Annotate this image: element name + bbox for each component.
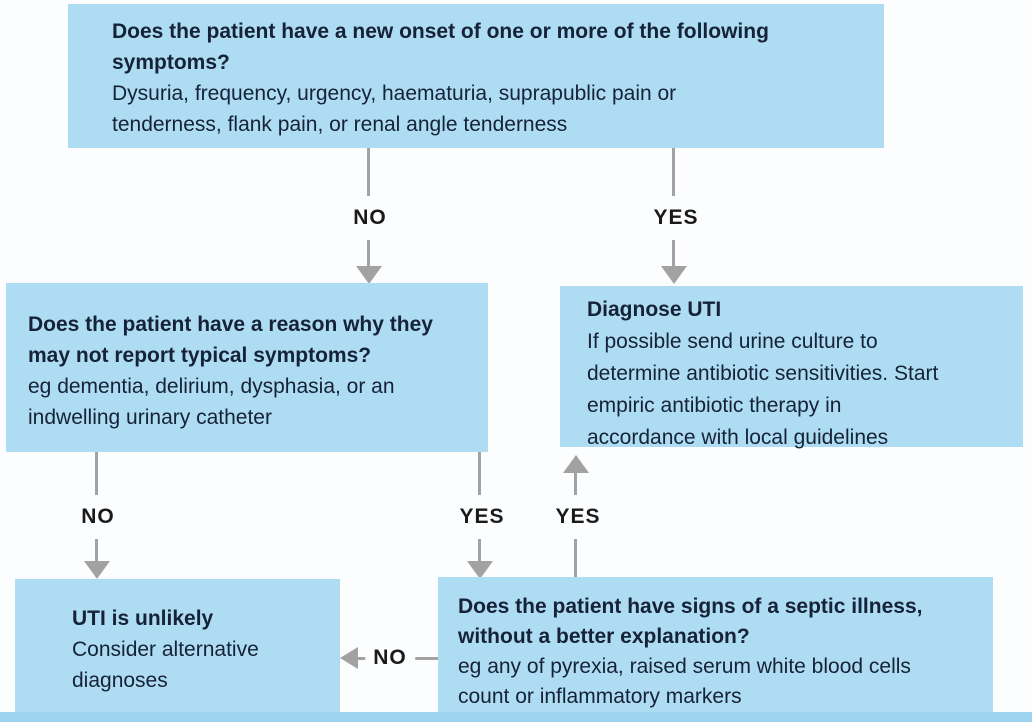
node-heading: Does the patient have a new onset of one…: [112, 20, 769, 74]
node-septic-signs: Does the patient have signs of a septic …: [438, 577, 993, 712]
edge-septic-yes-label: YES: [547, 495, 609, 539]
bottom-cutoff-band: [0, 712, 1032, 722]
node-heading: Does the patient have a reason why they …: [28, 313, 433, 367]
node-body: Dysuria, frequency, urgency, haematuria,…: [112, 82, 677, 136]
edge-atypical-no-label: NO: [73, 495, 123, 539]
edge-atypical-yes-label: YES: [451, 495, 513, 539]
node-body: If possible send urine culture to determ…: [587, 330, 939, 449]
edge-septic-no-label: NO: [365, 636, 415, 680]
node-heading: Diagnose UTI: [587, 298, 722, 321]
arrowhead-up-icon: [563, 455, 589, 473]
node-new-onset-symptoms: Does the patient have a new onset of one…: [68, 4, 884, 148]
node-body: eg dementia, delirium, dysphasia, or an …: [28, 375, 395, 429]
node-body: Consider alternative diagnoses: [72, 638, 259, 692]
node-heading: UTI is unlikely: [72, 607, 214, 630]
arrowhead-left-icon: [340, 647, 358, 669]
arrowhead-down-icon: [84, 561, 110, 579]
edge-new-onset-yes-label: YES: [645, 196, 707, 240]
node-atypical-reason: Does the patient have a reason why they …: [6, 283, 488, 452]
arrowhead-down-icon: [356, 266, 382, 284]
arrowhead-down-icon: [661, 266, 687, 284]
node-uti-unlikely: UTI is unlikely Consider alternative dia…: [15, 579, 340, 712]
node-diagnose-uti: Diagnose UTI If possible send urine cult…: [560, 286, 1023, 449]
edge-new-onset-no-label: NO: [345, 196, 395, 240]
node-body: eg any of pyrexia, raised serum white bl…: [458, 655, 911, 708]
node-heading: Does the patient have signs of a septic …: [458, 595, 923, 648]
arrowhead-down-icon: [467, 561, 493, 579]
